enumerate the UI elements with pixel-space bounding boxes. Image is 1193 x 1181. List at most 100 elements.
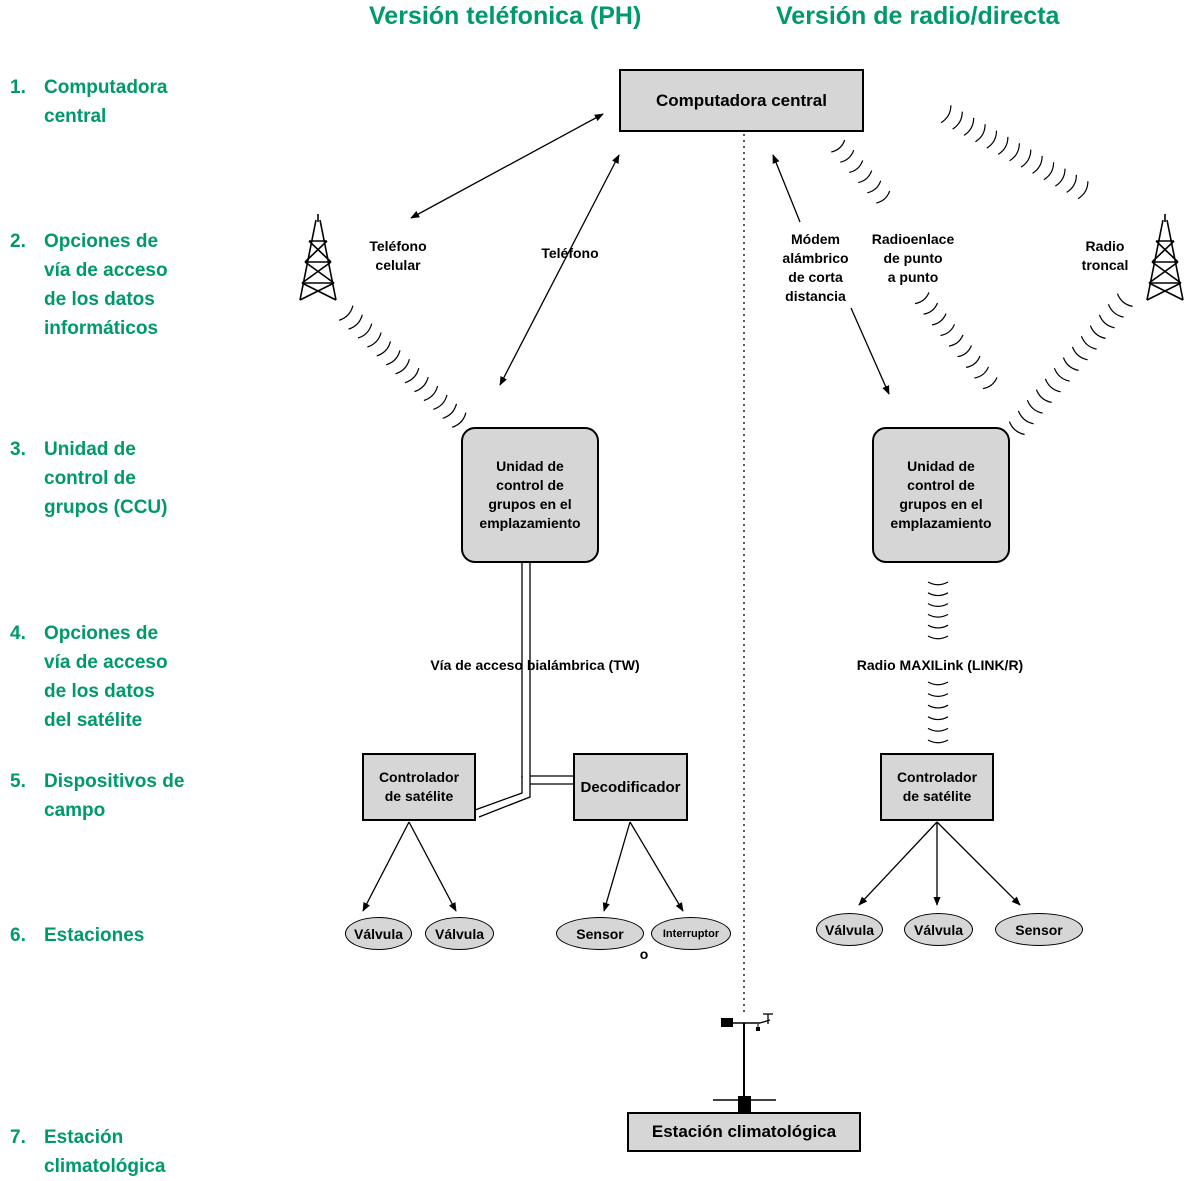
label-trunk-radio: Radio troncal: [1081, 238, 1129, 273]
wave-arc: [952, 111, 963, 130]
ccu-right-box: Unidad de control de grupos en el emplaz…: [872, 427, 1010, 563]
ccu-left-box: Unidad de control de grupos en el emplaz…: [461, 427, 599, 563]
wave-arc: [927, 727, 949, 732]
wave-arc: [1026, 399, 1043, 414]
station-sensor: Sensor: [556, 917, 644, 950]
level-number: 3.: [10, 439, 26, 460]
station-valve-2: Válvula: [425, 917, 494, 950]
p2p-wave-group-bottom: [914, 292, 998, 390]
wave-arc: [997, 136, 1009, 155]
wave-arc: [986, 130, 998, 149]
wave-arc: [1043, 162, 1055, 181]
satellite-controller-right-box: Controlador de satélite: [880, 753, 994, 821]
wave-arc: [940, 105, 952, 124]
radio-tower-left-icon: [299, 214, 337, 301]
wave-arc: [1080, 335, 1097, 350]
wave-arc: [1107, 303, 1124, 318]
trunk-wave-group-bottom: [1008, 293, 1133, 435]
wave-arc: [1020, 149, 1032, 168]
wave-arc: [927, 704, 949, 709]
wave-arc: [927, 581, 949, 586]
level-text: Opciones de vía de acceso de los datos d…: [44, 623, 168, 731]
wave-arc: [974, 366, 990, 379]
level-text: Estación climatológica: [44, 1127, 166, 1177]
sensor2-arrow: [936, 821, 1021, 906]
level-number: 6.: [10, 925, 26, 946]
level-text: Dispositivos de campo: [44, 771, 185, 821]
wave-arc: [927, 635, 949, 640]
wave-arc: [957, 345, 973, 358]
wave-arc: [1017, 410, 1034, 425]
station-valve-4: Válvula: [904, 913, 973, 946]
wave-arc: [840, 149, 855, 163]
valve2-arrow: [408, 821, 457, 912]
two-wire-path: [474, 562, 573, 818]
wave-arc: [367, 332, 382, 348]
wave-arc: [1032, 155, 1043, 174]
modem-arrow-bottom: [850, 307, 890, 395]
wave-arc: [338, 305, 354, 321]
wave-arc: [442, 403, 458, 419]
wave-arc: [386, 350, 401, 366]
cell-phone-arrow: [410, 113, 604, 219]
wave-arc: [940, 324, 956, 337]
header-radio-version: Versión de radio/directa: [776, 2, 1060, 30]
wave-arc: [975, 124, 986, 143]
wave-arc: [831, 139, 846, 153]
weather-station-icon: [713, 1013, 776, 1114]
wave-arc: [1077, 181, 1089, 200]
radio-waves: [338, 105, 1133, 744]
label-two-wire: Vía de acceso bialámbrica (TW): [430, 657, 640, 673]
or-label: o: [639, 946, 649, 962]
modem-arrow-top: [772, 154, 801, 223]
wave-arc: [414, 376, 429, 393]
switch-arrow: [629, 821, 684, 912]
wave-arc: [1098, 314, 1115, 329]
wave-arc: [1062, 357, 1079, 371]
wave-arc: [982, 377, 998, 390]
wave-arc: [1044, 378, 1061, 393]
decoder-box: Decodificador: [573, 753, 688, 821]
wave-arc: [1053, 367, 1070, 382]
wave-arc: [1089, 325, 1106, 339]
level-text: Opciones de vía de acceso de los datos i…: [44, 231, 168, 339]
level-number: 5.: [10, 771, 26, 792]
wave-arc: [948, 334, 964, 347]
wave-arc: [927, 624, 949, 629]
wave-arc: [348, 314, 363, 330]
level-number: 7.: [10, 1127, 26, 1148]
station-valve-1: Válvula: [345, 917, 412, 950]
wave-arc: [927, 592, 949, 597]
level-number: 2.: [10, 231, 26, 252]
wave-arc: [849, 160, 864, 173]
p2p-wave-group-top: [831, 139, 891, 204]
label-maxilink: Radio MAXILink (LINK/R): [856, 657, 1024, 673]
wave-arc: [1116, 293, 1133, 307]
level-text: Estaciones: [44, 925, 145, 946]
station-valve-3: Válvula: [816, 913, 883, 946]
valve3-arrow: [858, 821, 938, 906]
cell-wave-group: [338, 305, 467, 428]
wave-arc: [914, 292, 930, 305]
wave-arc: [395, 359, 410, 375]
wave-arc: [357, 323, 373, 339]
wave-arc: [404, 368, 420, 384]
valve1-arrow: [362, 821, 410, 912]
link-wave-group-bottom: [927, 681, 949, 744]
station-switch: Interruptor: [651, 917, 731, 950]
wave-arc: [858, 170, 873, 184]
wave-arc: [927, 613, 949, 618]
wave-arc: [931, 313, 947, 326]
level-text: Computadora central: [44, 77, 168, 127]
weather-station-box: Estación climatológica: [627, 1112, 861, 1152]
phone-arrow: [499, 154, 620, 386]
level-number: 1.: [10, 77, 26, 98]
radio-tower-right-icon: [1146, 214, 1184, 301]
wave-arc: [1008, 421, 1025, 435]
header-phone-version: Versión teléfonica (PH): [369, 2, 642, 30]
label-modem: Módem alámbrico de corta distancia: [782, 231, 849, 304]
wave-arc: [927, 681, 949, 686]
sensor-arrow: [602, 821, 631, 912]
trunk-wave-group-top: [940, 105, 1089, 200]
